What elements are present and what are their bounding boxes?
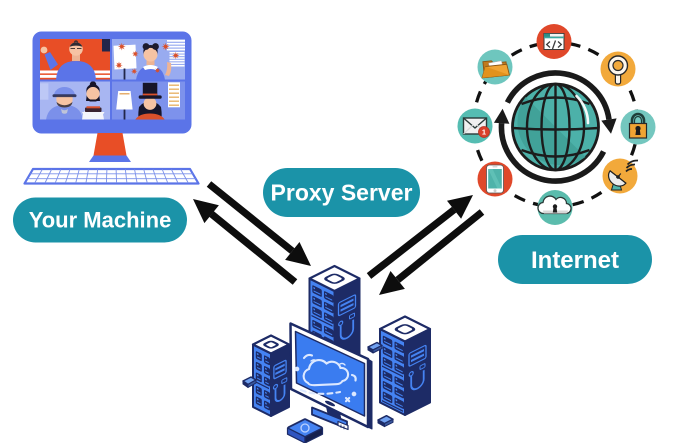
svg-text:Internet: Internet [531,247,619,274]
svg-text:Your Machine: Your Machine [29,208,172,233]
svg-text:1: 1 [482,127,486,136]
svg-text:Proxy Server: Proxy Server [271,180,413,206]
